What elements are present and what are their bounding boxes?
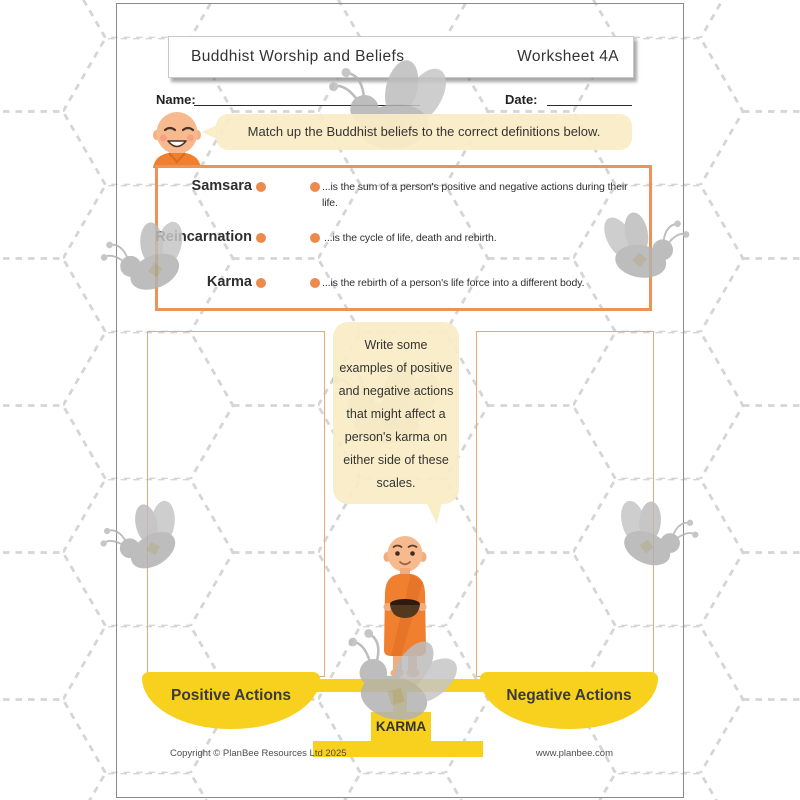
term-label-samsara: Samsara: [191, 178, 252, 194]
definition-dot: [310, 182, 320, 192]
definition-dot: [310, 233, 320, 243]
footer-website: www.planbee.com: [535, 748, 613, 759]
karma-label: KARMA: [371, 712, 431, 742]
name-label: Name:: [156, 92, 196, 107]
negative-actions-answer-box: [476, 331, 654, 677]
page-title: Buddhist Worship and Beliefs: [191, 48, 405, 65]
intro-bubble-tail: [202, 125, 217, 139]
worksheet-number: Worksheet 4A: [517, 48, 619, 65]
positive-actions-answer-box: [147, 331, 325, 677]
definition-dot: [310, 278, 320, 288]
header-box: Buddhist Worship and Beliefs Worksheet 4…: [168, 36, 634, 78]
footer-copyright: Copyright © PlanBee Resources Ltd 2025: [170, 748, 347, 759]
date-label: Date:: [505, 92, 538, 107]
monk-illustration: [383, 536, 427, 678]
term-dot: [256, 278, 266, 288]
term-dot: [256, 182, 266, 192]
definition-text-2: ...is the cycle of life, death and rebir…: [324, 232, 497, 244]
scale-stem: [393, 691, 407, 713]
date-line: [547, 105, 632, 106]
page-border: [116, 3, 684, 798]
definition-text-1: ...is the sum of a person's positive and…: [322, 181, 628, 209]
monk-avatar-icon: [153, 112, 201, 168]
left-pan-label: Positive Actions: [170, 687, 291, 704]
definition-text-3: ...is the rebirth of a person's life for…: [322, 277, 585, 289]
right-pan-label: Negative Actions: [506, 687, 632, 704]
task-bubble-tail: [424, 498, 443, 524]
intro-speech-bubble: Match up the Buddhist beliefs to the cor…: [216, 114, 632, 150]
term-label-karma: Karma: [206, 274, 252, 290]
term-label-reincarnation: Reincarnation: [155, 229, 252, 245]
term-dot: [256, 233, 266, 243]
task-speech-bubble: Write some examples of positive and nega…: [333, 322, 459, 504]
name-line: [194, 105, 420, 106]
